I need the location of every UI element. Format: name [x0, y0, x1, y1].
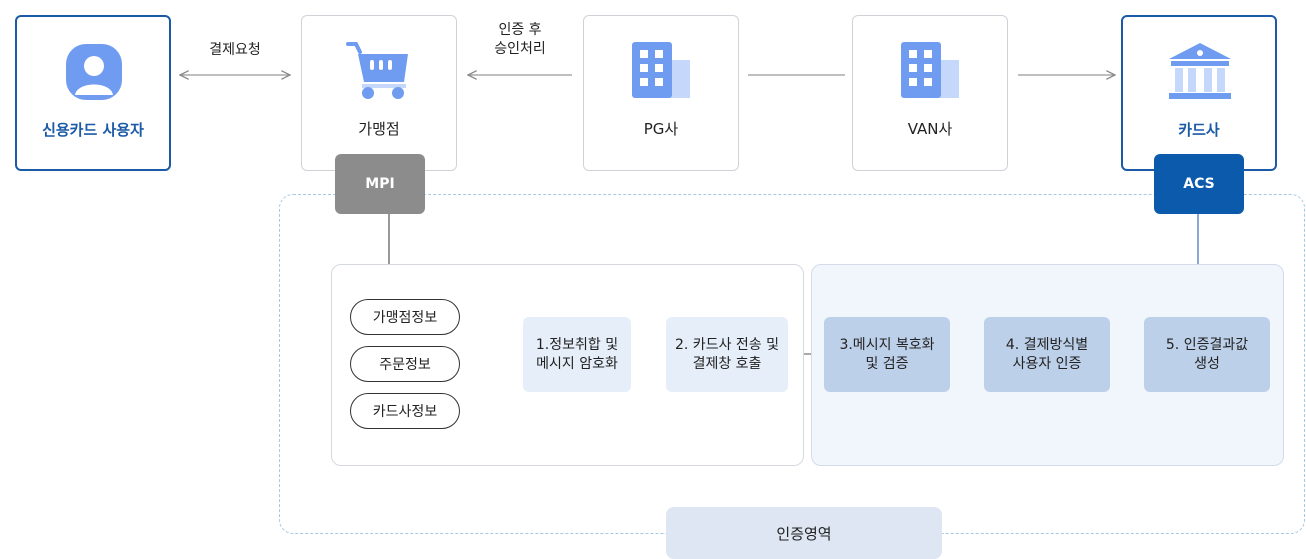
- node-van: VAN사: [852, 15, 1008, 171]
- node-cardholder: 신용카드 사용자: [15, 15, 171, 171]
- node-label: 카드사: [1178, 121, 1220, 139]
- step-1: 1.정보취합 및 메시지 암호화: [523, 317, 631, 392]
- input-merchant-info: 가맹점정보: [350, 299, 460, 335]
- bank-icon: [1169, 43, 1231, 99]
- mpi-tag: MPI: [335, 154, 425, 214]
- node-pg: PG사: [583, 15, 739, 171]
- building-icon: [632, 42, 690, 98]
- node-label: 가맹점: [358, 120, 400, 138]
- user-avatar-icon: [66, 44, 122, 100]
- node-merchant: 가맹점: [301, 15, 457, 171]
- edge-label-approval: 인증 후 승인처리: [494, 22, 546, 57]
- auth-zone-label: 인증영역: [666, 507, 942, 559]
- acs-tag: ACS: [1154, 154, 1244, 214]
- edge-label-payment-request: 결제요청: [209, 42, 261, 58]
- node-label: 신용카드 사용자: [42, 121, 144, 139]
- step-5: 5. 인증결과값 생성: [1144, 317, 1270, 392]
- building-icon: [901, 42, 959, 98]
- step-2: 2. 카드사 전송 및 결제창 호출: [666, 317, 788, 392]
- input-card-info: 카드사정보: [350, 393, 460, 429]
- input-order-info: 주문정보: [350, 346, 460, 382]
- step-4: 4. 결제방식별 사용자 인증: [984, 317, 1110, 392]
- shopping-cart-icon: [346, 42, 408, 99]
- node-label: VAN사: [907, 120, 953, 138]
- step-3: 3.메시지 복호화 및 검증: [824, 317, 950, 392]
- node-label: PG사: [643, 120, 679, 138]
- node-card-company: 카드사: [1121, 15, 1277, 171]
